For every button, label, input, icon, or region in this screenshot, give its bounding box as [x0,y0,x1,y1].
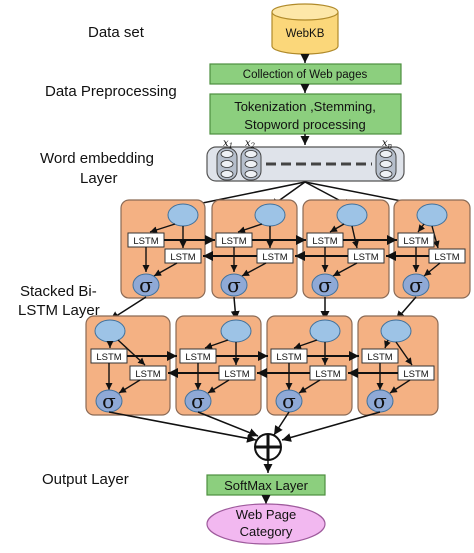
lstm-label: LSTM [367,352,392,363]
preprocessing-label-1: Tokenization ,Stemming, [234,99,376,114]
sigma-label: σ [318,273,332,297]
lstm-label: LSTM [262,252,287,263]
lstm-label: LSTM [224,369,249,380]
preprocessing-label-2: Stopword processing [244,117,365,132]
sigma-label: σ [373,389,387,413]
lstm-label: LSTM [135,369,160,380]
lstm-label: LSTM [96,352,121,363]
collection-label: Collection of Web pages [243,69,368,81]
webkb-database: WebKB [271,3,339,55]
lstm-label: LSTM [221,236,246,247]
embedding-vector-n [375,147,397,181]
softmax-layer-box: SoftMax Layer [206,474,326,496]
lstm-label: LSTM [315,369,340,380]
sigma-label: σ [409,273,423,297]
lstm-label: LSTM [170,252,195,263]
token-x1-label: x1 [223,138,233,150]
lstm-label: LSTM [312,236,337,247]
lstm-label: LSTM [403,236,428,247]
lstm-label: LSTM [434,252,459,263]
lower-cell-3: LSTM LSTM σ [266,315,353,416]
softmax-label: SoftMax Layer [224,478,308,493]
lstm-label: LSTM [133,236,158,247]
sigma-label: σ [282,389,296,413]
word-embedding-layer: x1 x2 xn [206,138,405,182]
label-output-layer: Output Layer [42,471,129,488]
sigma-label: σ [191,389,205,413]
lstm-label: LSTM [185,352,210,363]
label-data-preprocessing: Data Preprocessing [45,83,177,100]
label-word-embedding: Word embedding [40,150,154,167]
collection-box: Collection of Web pages [209,63,402,85]
upper-cell-3: LSTM LSTM σ [302,199,390,299]
lower-cell-4: LSTM LSTM σ [357,315,439,416]
lstm-label: LSTM [276,352,301,363]
upper-bilstm-layer: LSTM LSTM σ LSTM LSTM σ [120,199,471,299]
token-x2-label: x2 [245,138,256,150]
merge-arrows [108,411,381,443]
concatenation-node [254,433,282,461]
sigma-label: σ [227,273,241,297]
token-xn-label: xn [382,138,393,150]
category-label-2: Category [240,524,293,539]
label-lstm-layer: LSTM Layer [18,302,100,319]
label-word-embedding-layer: Layer [80,170,118,187]
web-page-category-node: Web Page Category [206,503,326,545]
embedding-vector-1 [216,147,238,181]
upper-cell-4: LSTM LSTM σ [393,199,471,299]
upper-cell-2: LSTM LSTM σ [211,199,298,299]
sigma-label: σ [102,389,116,413]
preprocessing-box: Tokenization ,Stemming, Stopword process… [209,93,402,135]
lstm-label: LSTM [353,252,378,263]
embedding-vector-2 [240,147,262,181]
lower-cell-2: LSTM LSTM σ [175,315,262,416]
lower-cell-1: LSTM LSTM σ [85,315,171,416]
category-label-1: Web Page [236,507,296,522]
lstm-label: LSTM [403,369,428,380]
label-stacked-bi: Stacked Bi- [20,283,97,300]
label-data-set: Data set [88,24,145,41]
lower-bilstm-layer: LSTM LSTM σ LSTM LSTM σ [85,315,439,416]
upper-cell-1: LSTM LSTM σ [120,199,206,299]
webkb-label: WebKB [286,28,325,40]
sigma-label: σ [139,273,153,297]
